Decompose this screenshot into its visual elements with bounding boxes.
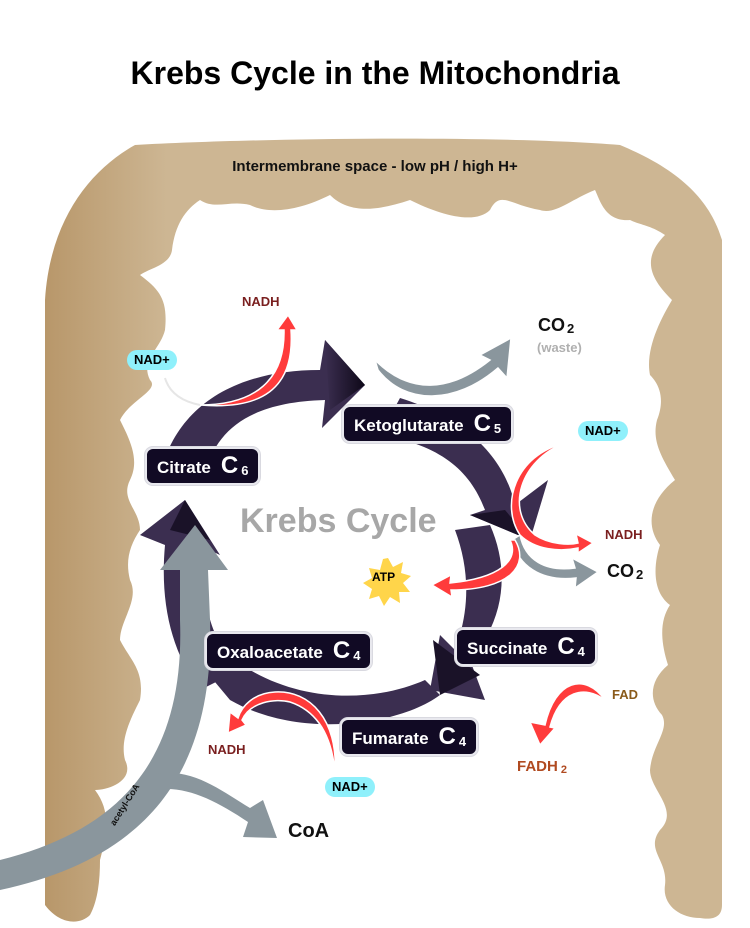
co2-right-subscript: 2 bbox=[636, 567, 644, 582]
nadh-label-2: NADH bbox=[605, 527, 643, 542]
acetyl-coa-arrow bbox=[0, 525, 228, 890]
fadh2-subscript: 2 bbox=[560, 764, 567, 776]
co2-waste-label: (waste) bbox=[537, 340, 582, 355]
ring-segment bbox=[160, 340, 365, 475]
atp-label: ATP bbox=[372, 570, 396, 584]
nad-plus-pill-2: NAD+ bbox=[578, 421, 628, 441]
oxaloacetate-carbon: C bbox=[332, 637, 351, 664]
nadh-label-3: NADH bbox=[208, 742, 246, 757]
nadh-label-1: NADH bbox=[242, 294, 280, 309]
ketoglutarate-count: 5 bbox=[493, 421, 502, 436]
citrate-name: Citrate bbox=[157, 458, 211, 477]
succinate-count: 4 bbox=[577, 644, 585, 659]
fumarate-name: Fumarate bbox=[352, 729, 429, 748]
diagram-title: Krebs Cycle in the Mitochondria bbox=[130, 55, 620, 91]
mitochondrial-membrane bbox=[45, 138, 722, 922]
intermembrane-label: Intermembrane space - low pH / high H+ bbox=[232, 158, 518, 175]
nadh-arrow-3 bbox=[227, 691, 336, 773]
ring-segment bbox=[205, 670, 440, 725]
oxaloacetate-name: Oxaloacetate bbox=[217, 643, 323, 662]
ring-arrowhead bbox=[470, 510, 530, 540]
atp-star-icon bbox=[363, 558, 411, 606]
fumarate-carbon: C bbox=[438, 723, 456, 750]
fad-label: FAD bbox=[612, 687, 638, 702]
fadh2-text: FADH bbox=[517, 758, 558, 775]
nad-tail-1 bbox=[164, 377, 201, 406]
ring-arrowhead bbox=[433, 640, 480, 695]
ring-arrowhead bbox=[170, 500, 210, 540]
nad-plus-pill-3: NAD+ bbox=[325, 777, 375, 797]
fumarate-count: 4 bbox=[458, 734, 467, 749]
cycle-center-label: Krebs Cycle bbox=[240, 502, 437, 540]
co2-right-text: CO bbox=[607, 561, 634, 581]
ketoglutarate-name: Ketoglutarate bbox=[354, 416, 464, 435]
succinate-carbon: C bbox=[557, 633, 575, 660]
co2-top-subscript: 2 bbox=[567, 321, 575, 336]
coa-label: CoA bbox=[288, 820, 330, 842]
co2-top-text: CO bbox=[538, 315, 565, 335]
nadh-arrow-1 bbox=[199, 313, 299, 407]
ketoglutarate-carbon: C bbox=[473, 410, 491, 437]
nad-plus-pill-1: NAD+ bbox=[127, 350, 177, 370]
atp-arrow bbox=[430, 539, 521, 599]
ring-arrowhead bbox=[325, 340, 365, 410]
coa-release-arrow bbox=[150, 772, 277, 838]
oxaloacetate-count: 4 bbox=[353, 648, 361, 663]
nadh-arrow-2 bbox=[510, 442, 595, 555]
succinate-name: Succinate bbox=[467, 639, 548, 658]
citrate-count: 6 bbox=[241, 463, 249, 478]
co2-top-arrow bbox=[374, 336, 512, 397]
citrate-carbon: C bbox=[220, 452, 239, 479]
fadh2-arrow bbox=[528, 683, 606, 747]
